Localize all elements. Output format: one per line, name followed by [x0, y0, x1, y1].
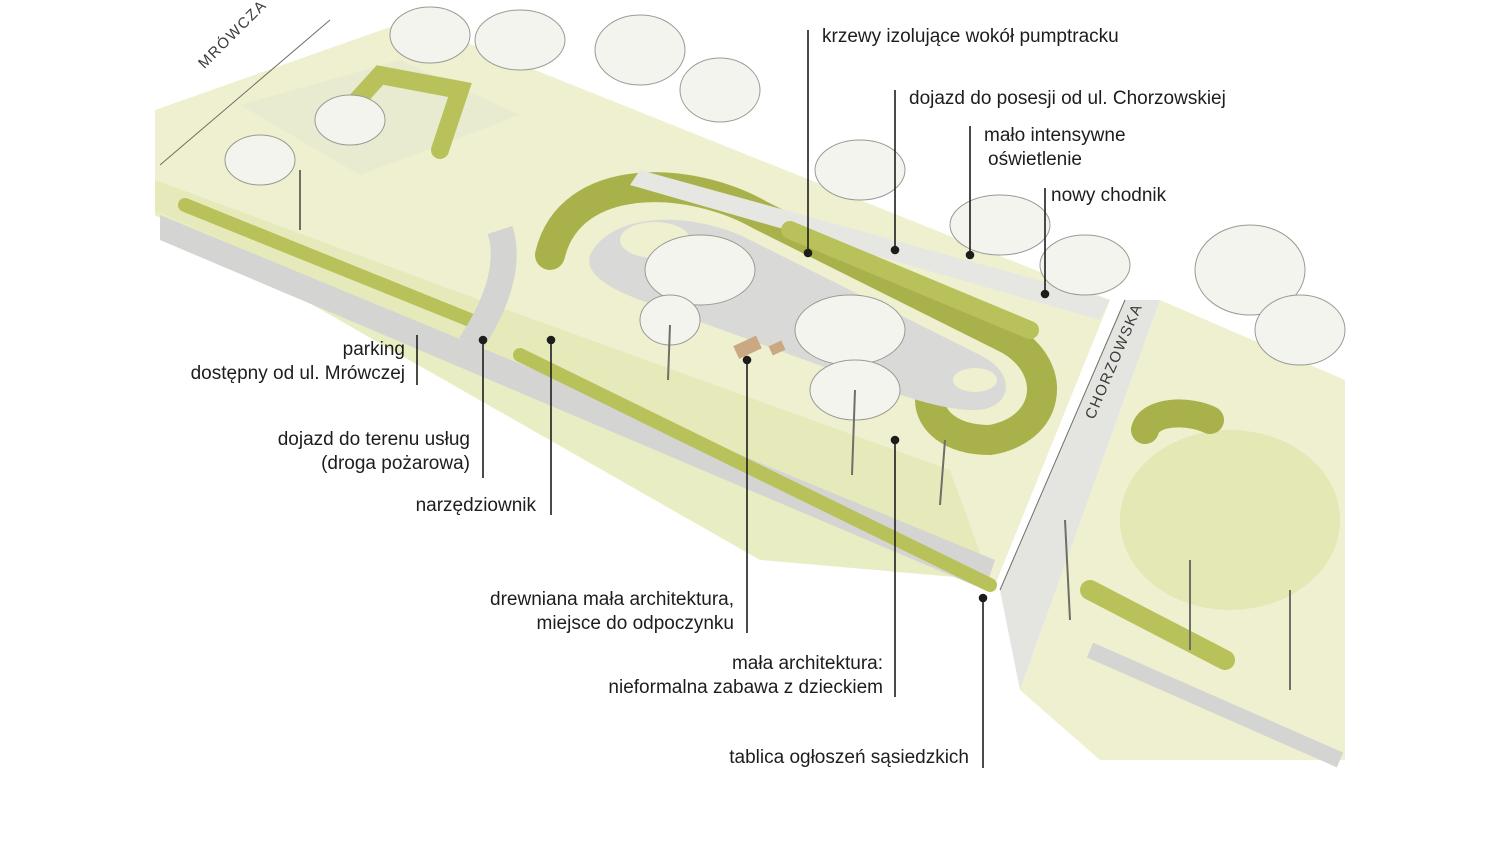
south-hedge-east — [513, 348, 997, 592]
tree-canopies — [224, 6, 1346, 421]
north-hedge — [781, 221, 1039, 339]
tree-trunks — [299, 170, 1291, 690]
label-service-access-line2: (droga pożarowa) — [321, 453, 470, 474]
label-notice-board: tablica ogłoszeń sąsiedzkich — [729, 747, 969, 768]
label-wooden-line1: drewniana mała architektura, — [490, 589, 734, 610]
wooden-furniture — [733, 335, 786, 359]
chorzowska-street — [1000, 300, 1160, 690]
label-small-arch-line1: mała architektura: — [731, 653, 883, 674]
north-sidewalk — [630, 170, 1110, 320]
label-sidewalk: nowy chodnik — [1051, 185, 1167, 206]
label-parking-line2: dostępny od ul. Mrówczej — [190, 363, 405, 384]
east-hedge-upper — [1131, 399, 1224, 444]
pumptrack-hedge — [535, 172, 1057, 456]
east-hedge-lower — [1080, 580, 1235, 670]
service-road — [459, 225, 517, 353]
label-toolshed: narzędziownik — [415, 495, 536, 516]
label-small-arch-line2: nieformalna zabawa z dzieckiem — [608, 677, 883, 698]
label-wooden-line2: miejsce do odpoczynku — [536, 613, 735, 634]
east-road — [1086, 642, 1344, 768]
leader-lines — [416, 30, 1050, 768]
label-shrubs: krzewy izolujące wokół pumptracku — [822, 26, 1119, 47]
fire-road-lane — [160, 215, 995, 590]
mrowcza-edge — [159, 19, 331, 166]
label-lighting-line2: oświetlenie — [988, 149, 1082, 170]
pumptrack-island-east — [953, 368, 997, 392]
label-service-access-line1: dojazd do terenu usług — [277, 429, 470, 450]
east-green — [1120, 430, 1340, 610]
south-hedge-west — [178, 198, 477, 327]
chorzowska-edge — [999, 299, 1126, 591]
label-lighting-line1: mało intensywne — [984, 125, 1126, 146]
label-parking-line1: parking — [342, 339, 405, 360]
label-access-chorzowska: dojazd do posesji od ul. Chorzowskiej — [909, 88, 1226, 109]
